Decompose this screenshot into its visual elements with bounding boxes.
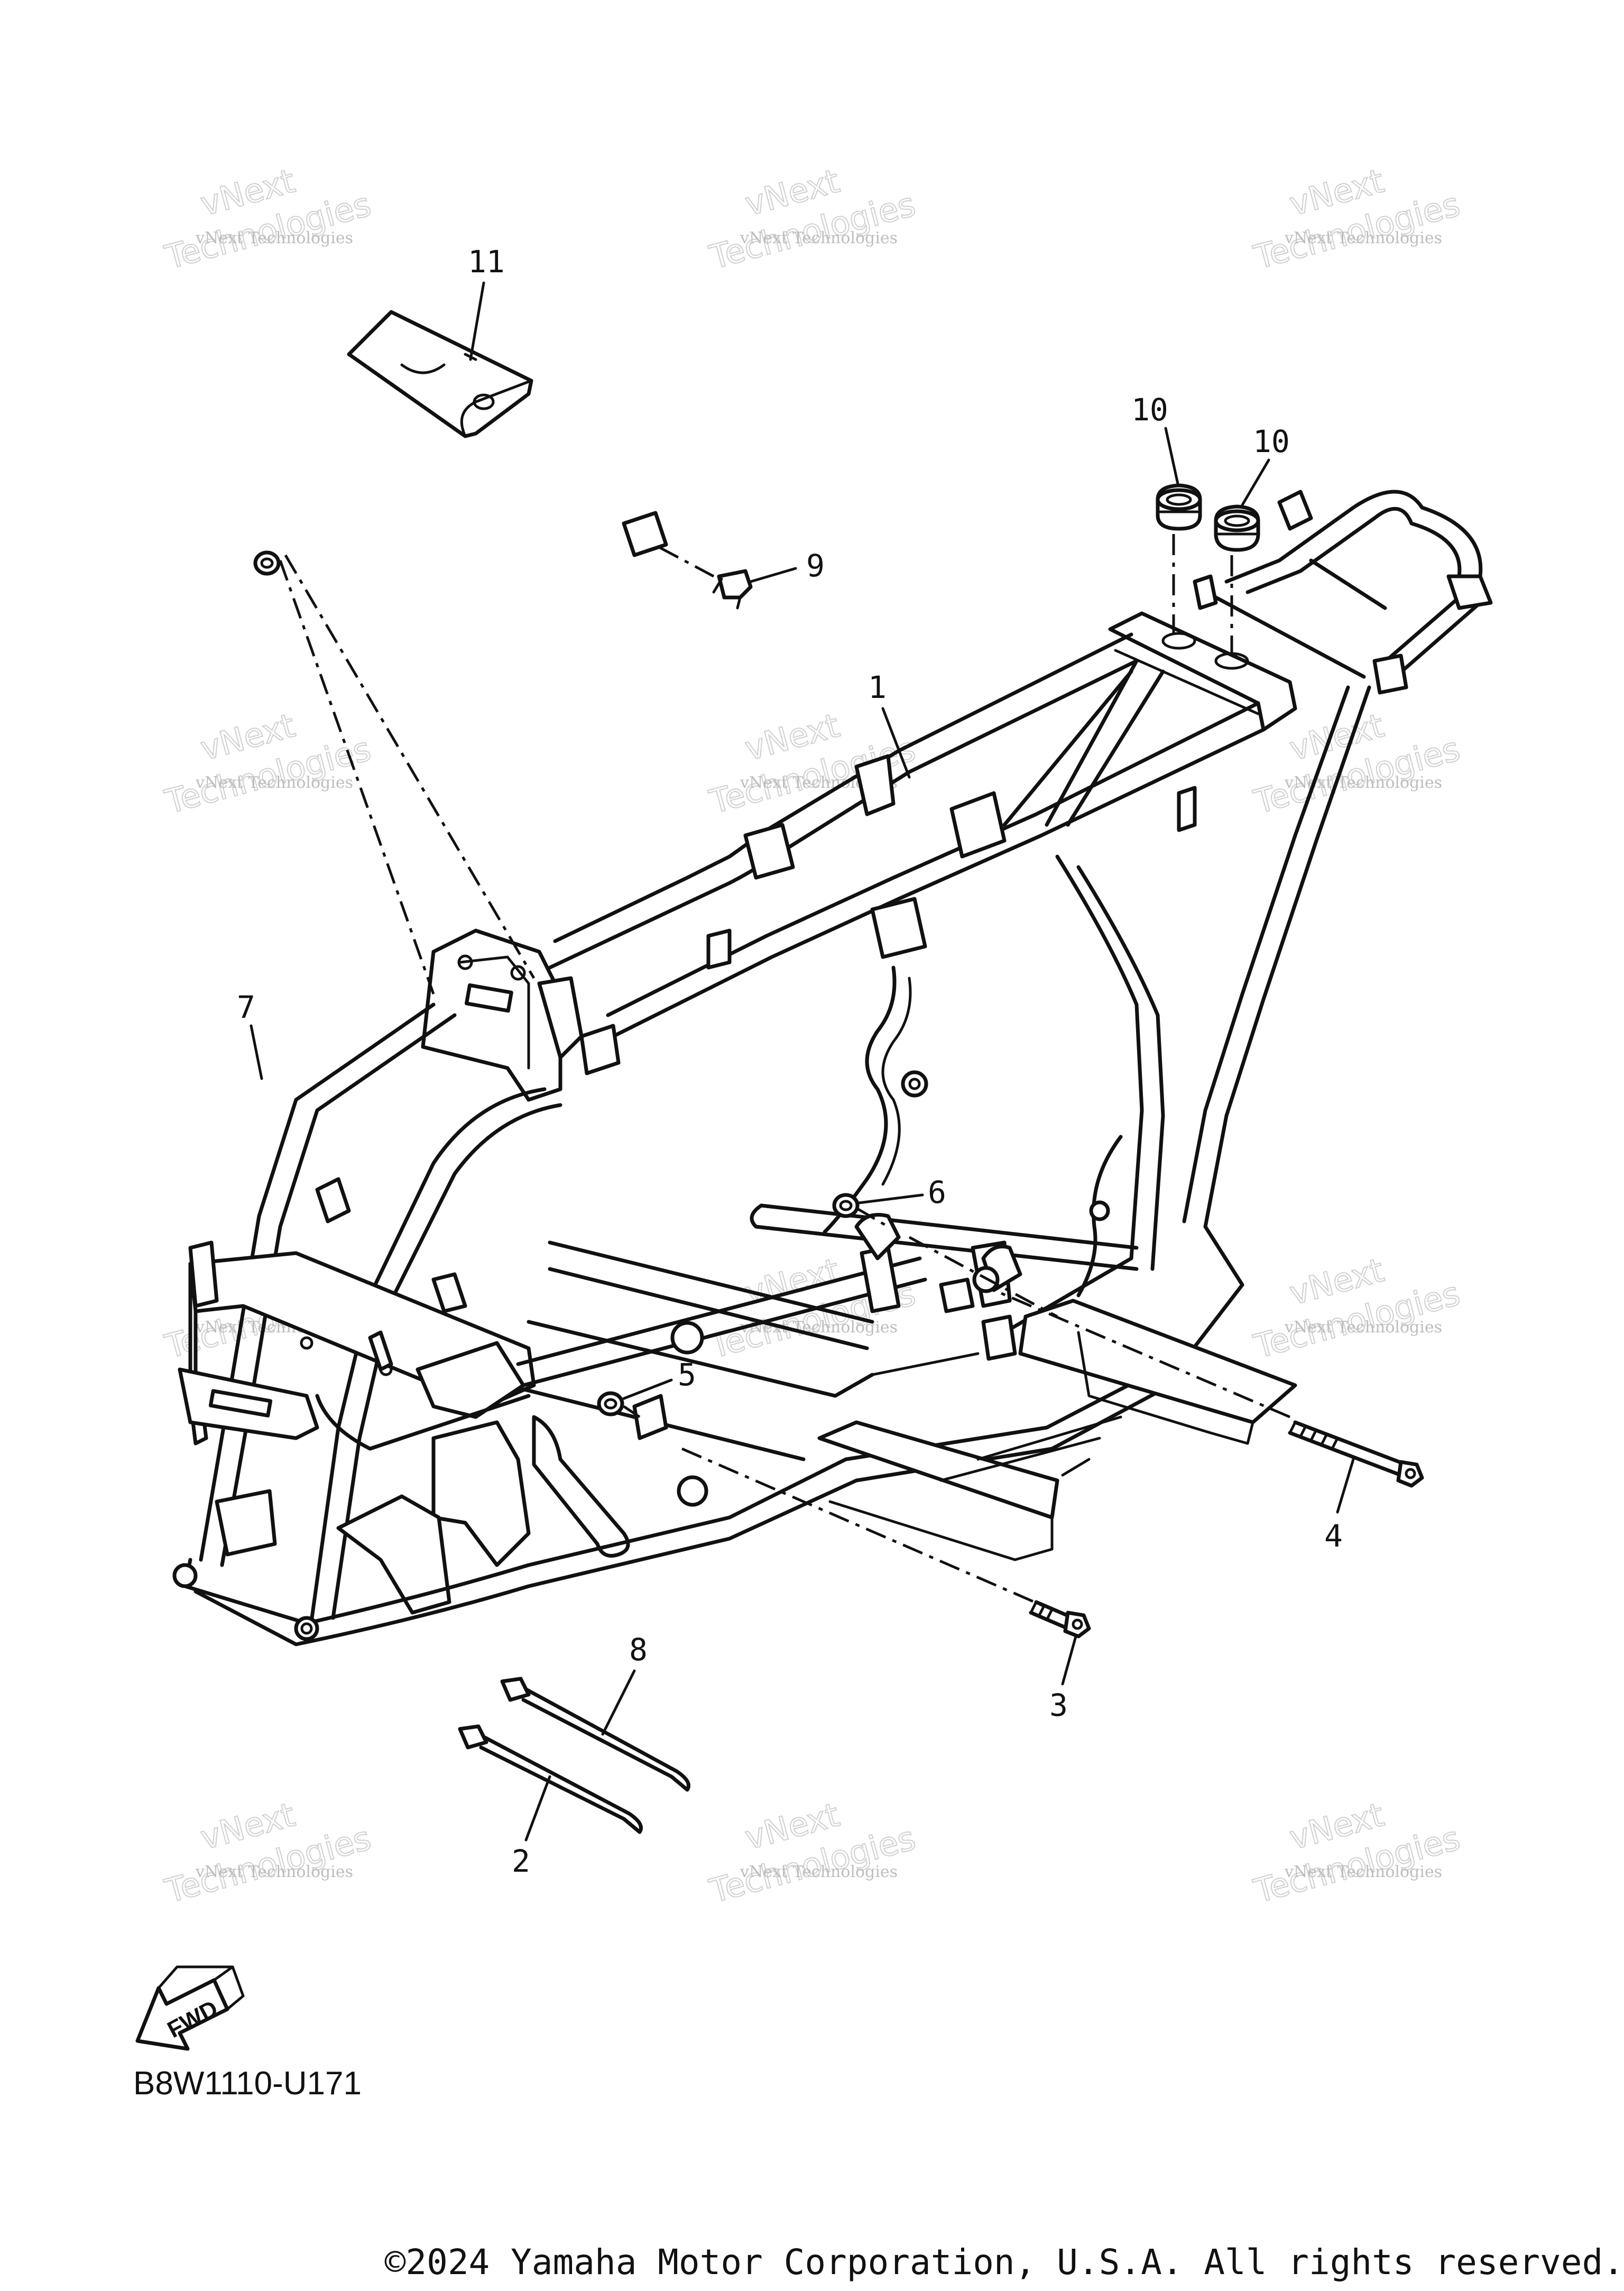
callout-label-1: 1 [868, 669, 887, 705]
callout-label-6: 6 [928, 1174, 946, 1210]
callout-label-9: 9 [806, 548, 825, 584]
callout-1: 1 [868, 669, 911, 779]
part-6-nut[interactable] [832, 1193, 860, 1218]
part-10-grommet-b[interactable] [1214, 504, 1260, 552]
callout-label-2: 2 [512, 1843, 530, 1879]
part-8-cable-tie[interactable] [500, 1677, 690, 1792]
bolt-4-guide [993, 1289, 1290, 1419]
callout-label-7: 7 [237, 989, 255, 1025]
callout-2: 2 [512, 1775, 551, 1879]
callout-label-11: 11 [468, 244, 505, 280]
watermark-small: vNext Technologies [740, 229, 898, 247]
callout-6: 6 [857, 1174, 946, 1210]
part-4-long-bolt[interactable] [1288, 1420, 1424, 1488]
callout-5: 5 [622, 1357, 696, 1400]
callout-label-5: 5 [678, 1357, 696, 1393]
part-2-cable-tie[interactable] [458, 1724, 643, 1834]
fwd-arrow-icon: FWD [135, 1965, 245, 2051]
callout-label-4: 4 [1324, 1518, 1343, 1554]
watermark-small: vNext Technologies [1284, 1318, 1442, 1337]
callout-label-10b: 10 [1253, 424, 1290, 459]
watermark-bottom-left: vNext Technologies vNext Technologies [160, 1795, 375, 1911]
watermark-low-right: vNext Technologies vNext Technologies [1249, 1250, 1464, 1366]
copyright-notice: ©2024 Yamaha Motor Corporation, U.S.A. A… [384, 2242, 1624, 2283]
part-7-nut[interactable] [253, 550, 281, 576]
watermark-small: vNext Technologies [1284, 774, 1442, 792]
watermark-small: vNext Technologies [195, 1863, 353, 1881]
part-1-main-frame[interactable] [172, 490, 1493, 1646]
watermark-top-right: vNext Technologies vNext Technologies [1249, 161, 1464, 277]
nut-7-guide [279, 560, 435, 995]
watermark-small: vNext Technologies [195, 774, 353, 792]
nut-5-guide [623, 1405, 1047, 1609]
watermark-small: vNext Technologies [1284, 229, 1442, 247]
clip-9-guide [633, 532, 715, 578]
callout-9: 9 [749, 548, 825, 584]
callout-label-8: 8 [629, 1632, 648, 1668]
nut-7-guide-b [284, 554, 536, 979]
watermark-small: vNext Technologies [1284, 1863, 1442, 1881]
part-11-manual-pouch[interactable] [347, 310, 533, 438]
part-9-clip[interactable] [712, 569, 753, 610]
diagram-code: B8W1110-U171 [133, 2065, 362, 2102]
part-3-short-bolt[interactable] [1029, 1600, 1091, 1639]
watermark-top-center: vNext Technologies vNext Technologies [705, 161, 920, 277]
watermark-small: vNext Technologies [740, 1863, 898, 1881]
callout-label-3: 3 [1049, 1687, 1068, 1723]
watermark-top-left: vNext Technologies vNext Technologies [160, 161, 375, 277]
callout-label-10a: 10 [1131, 392, 1168, 428]
callout-7: 7 [237, 989, 263, 1080]
callout-4: 4 [1324, 1458, 1355, 1554]
watermark-mid-left: vNext Technologies vNext Technologies [160, 705, 375, 822]
watermark-small: vNext Technologies [195, 229, 353, 247]
callout-10a: 10 [1131, 392, 1179, 485]
callout-8: 8 [601, 1632, 648, 1736]
watermark-bottom-center: vNext Technologies vNext Technologies [705, 1795, 920, 1911]
clip-mount-bracket [622, 511, 668, 557]
callout-11: 11 [468, 244, 505, 361]
callout-3: 3 [1049, 1635, 1077, 1723]
callout-10b: 10 [1241, 424, 1290, 507]
part-5-nut[interactable] [597, 1391, 624, 1416]
part-10-grommet-a[interactable] [1156, 483, 1202, 531]
watermark-bottom-right: vNext Technologies vNext Technologies [1249, 1795, 1464, 1911]
nut-6-guide [855, 1207, 1058, 1318]
